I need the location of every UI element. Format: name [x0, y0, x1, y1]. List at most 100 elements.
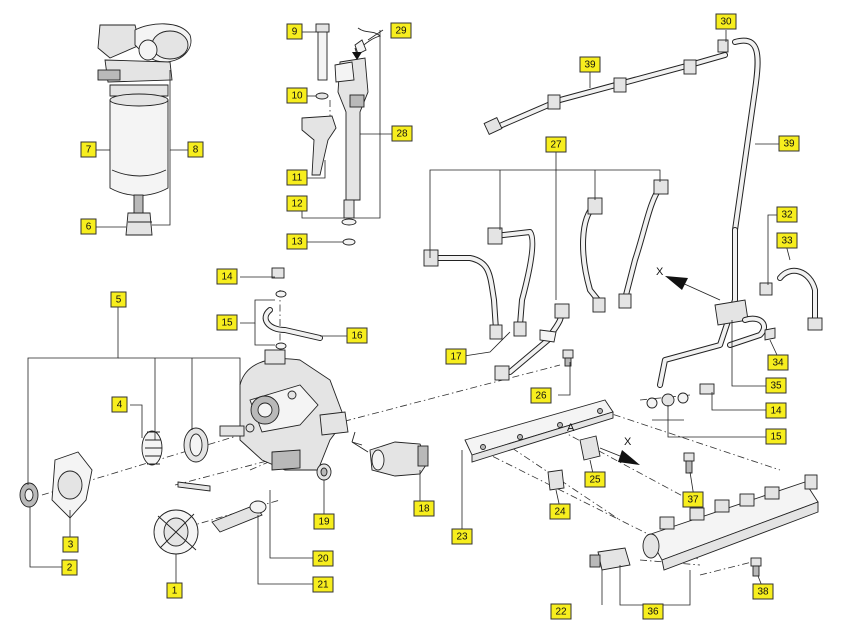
callout-label: 7 — [80, 141, 97, 158]
return-pipe-right — [646, 227, 823, 409]
svg-text:37: 37 — [687, 495, 699, 506]
svg-text:38: 38 — [757, 587, 769, 598]
svg-text:20: 20 — [317, 554, 329, 565]
svg-text:18: 18 — [418, 504, 430, 515]
callout-label: 14 — [216, 268, 238, 285]
callout-label: 12 — [286, 195, 308, 212]
callout-label: 1 — [166, 582, 183, 599]
callout-label: 34 — [767, 354, 789, 371]
svg-text:11: 11 — [292, 173, 303, 184]
svg-text:10: 10 — [291, 91, 303, 102]
callout-label: 6 — [80, 218, 97, 235]
svg-text:34: 34 — [772, 358, 784, 369]
svg-text:24: 24 — [554, 507, 566, 518]
svg-text:26: 26 — [535, 391, 547, 402]
pump-gear — [141, 427, 209, 466]
fuel-rail — [589, 474, 819, 571]
svg-text:33: 33 — [781, 236, 793, 247]
svg-text:14: 14 — [221, 272, 233, 283]
svg-text:1: 1 — [172, 586, 178, 597]
callout-label: 25 — [584, 471, 606, 488]
rail-hardware — [547, 349, 762, 577]
callout-label: 20 — [312, 550, 334, 567]
callout-label: 9 — [286, 23, 303, 40]
view-marker-x-bottom: X — [624, 436, 632, 448]
svg-text:3: 3 — [68, 540, 74, 551]
svg-text:14: 14 — [770, 406, 782, 417]
svg-text:30: 30 — [720, 17, 732, 28]
callout-label: 37 — [682, 491, 704, 508]
svg-text:36: 36 — [647, 607, 659, 618]
pressure-regulator — [369, 441, 429, 477]
high-pressure-pump — [219, 349, 349, 471]
mounting-bracket — [464, 399, 614, 463]
callout-label: 4 — [111, 396, 128, 413]
view-marker-a: A — [567, 422, 575, 434]
callout-label: 11 — [286, 169, 308, 186]
svg-text:17: 17 — [450, 352, 462, 363]
svg-text:39: 39 — [584, 60, 596, 71]
svg-text:15: 15 — [221, 318, 233, 329]
svg-text:7: 7 — [86, 145, 92, 156]
callout-label: 19 — [313, 513, 335, 530]
feed-pipe — [262, 267, 323, 350]
svg-text:28: 28 — [396, 129, 408, 140]
svg-text:39: 39 — [783, 139, 795, 150]
callout-label: 39 — [579, 56, 601, 73]
fuel-filter-assembly — [97, 23, 192, 236]
svg-text:21: 21 — [317, 580, 329, 591]
svg-text:35: 35 — [770, 381, 782, 392]
callout-label: 27 — [545, 136, 567, 153]
svg-text:12: 12 — [291, 199, 303, 210]
callout-label: 13 — [286, 233, 308, 250]
callout-label: 14 — [765, 402, 787, 419]
svg-text:9: 9 — [292, 27, 298, 38]
svg-text:6: 6 — [86, 222, 92, 233]
callout-label: 22 — [550, 603, 572, 620]
callout-label: 3 — [62, 536, 79, 553]
return-line-assembly — [483, 37, 761, 233]
drive-gear — [153, 500, 267, 555]
svg-text:25: 25 — [589, 475, 601, 486]
injector-assembly — [301, 23, 381, 246]
callout-label: 8 — [187, 141, 204, 158]
callout-label: 28 — [391, 125, 413, 142]
svg-text:16: 16 — [351, 331, 363, 342]
callout-label: 16 — [346, 327, 368, 344]
svg-text:5: 5 — [116, 295, 122, 306]
callout-label: 39 — [778, 135, 800, 152]
callout-label: 24 — [549, 503, 571, 520]
callout-label: 35 — [765, 377, 787, 394]
svg-text:27: 27 — [550, 140, 562, 151]
svg-text:15: 15 — [770, 432, 782, 443]
svg-text:29: 29 — [395, 26, 407, 37]
callout-label: 32 — [776, 206, 798, 223]
svg-text:13: 13 — [291, 237, 303, 248]
svg-text:32: 32 — [781, 210, 793, 221]
pump-flange-parts — [19, 451, 332, 519]
callout-label: 15 — [216, 314, 238, 331]
callout-label: 38 — [752, 583, 774, 600]
svg-text:8: 8 — [193, 145, 199, 156]
direction-arrows — [351, 47, 721, 465]
callout-label: 26 — [530, 387, 552, 404]
callout-label: 17 — [445, 348, 467, 365]
callout-label: 2 — [61, 559, 78, 576]
svg-text:2: 2 — [67, 563, 73, 574]
svg-text:23: 23 — [456, 532, 468, 543]
high-pressure-lines — [423, 179, 669, 381]
callout-label: 23 — [451, 528, 473, 545]
callout-label: 15 — [765, 428, 787, 445]
callout-label: 10 — [286, 87, 308, 104]
callout-label: 36 — [642, 603, 664, 620]
svg-text:22: 22 — [555, 607, 567, 618]
view-marker-x-top: X — [656, 266, 664, 278]
callout-label: 21 — [312, 576, 334, 593]
callout-label: 33 — [776, 232, 798, 249]
callout-label: 30 — [715, 13, 737, 30]
callout-label: 5 — [110, 291, 127, 308]
svg-text:19: 19 — [318, 517, 330, 528]
callout-labels: 9 29 30 39 10 28 7 8 11 39 27 12 6 13 32… — [61, 13, 800, 620]
callout-lines — [27, 29, 791, 606]
